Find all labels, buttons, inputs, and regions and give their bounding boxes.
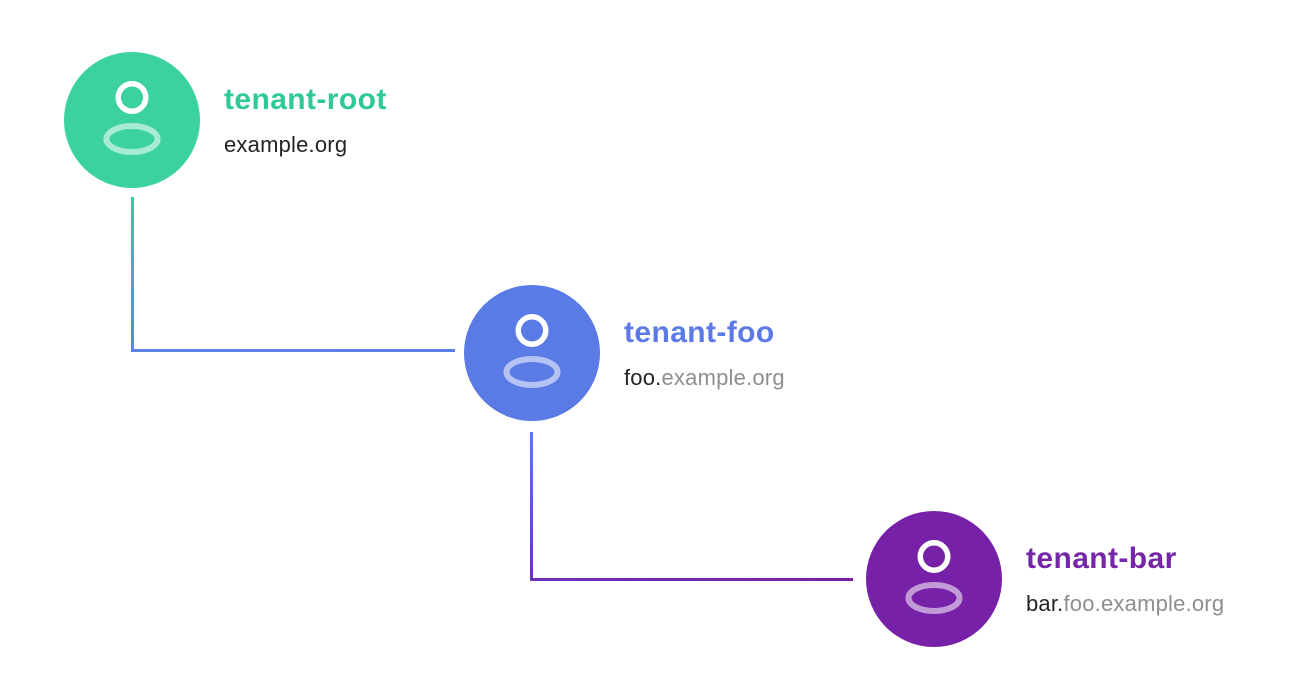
tenant-node-foo: tenant-foo foo.example.org (464, 285, 864, 445)
tenant-foo-labels: tenant-foo foo.example.org (624, 315, 785, 393)
user-icon (503, 314, 561, 388)
connector-foo-to-bar-horizontal (530, 578, 853, 581)
connector-foo-to-bar-vertical (530, 432, 533, 581)
tenant-node-root: tenant-root example.org (64, 52, 464, 212)
tenant-foo-avatar (464, 285, 600, 421)
tenant-root-avatar (64, 52, 200, 188)
tenant-domain: bar.foo.example.org (1026, 589, 1224, 619)
tenant-bar-labels: tenant-bar bar.foo.example.org (1026, 541, 1224, 619)
domain-own-part: example.org (224, 132, 348, 157)
tenant-domain: example.org (224, 130, 387, 160)
tenant-title: tenant-foo (624, 316, 775, 349)
domain-own-part: bar. (1026, 591, 1064, 616)
user-icon (103, 81, 161, 155)
tenant-title: tenant-root (224, 83, 387, 116)
tenant-node-bar: tenant-bar bar.foo.example.org (866, 511, 1266, 671)
domain-inherited-part: foo.example.org (1063, 591, 1225, 616)
tenant-title: tenant-bar (1026, 542, 1177, 575)
tenant-domain: foo.example.org (624, 363, 785, 393)
user-icon (905, 540, 963, 614)
domain-own-part: foo. (624, 365, 662, 390)
tenant-bar-avatar (866, 511, 1002, 647)
connector-root-to-foo-horizontal (131, 349, 455, 352)
domain-inherited-part: example.org (661, 365, 785, 390)
connector-root-to-foo-vertical (131, 197, 134, 352)
tenant-root-labels: tenant-root example.org (224, 82, 387, 160)
